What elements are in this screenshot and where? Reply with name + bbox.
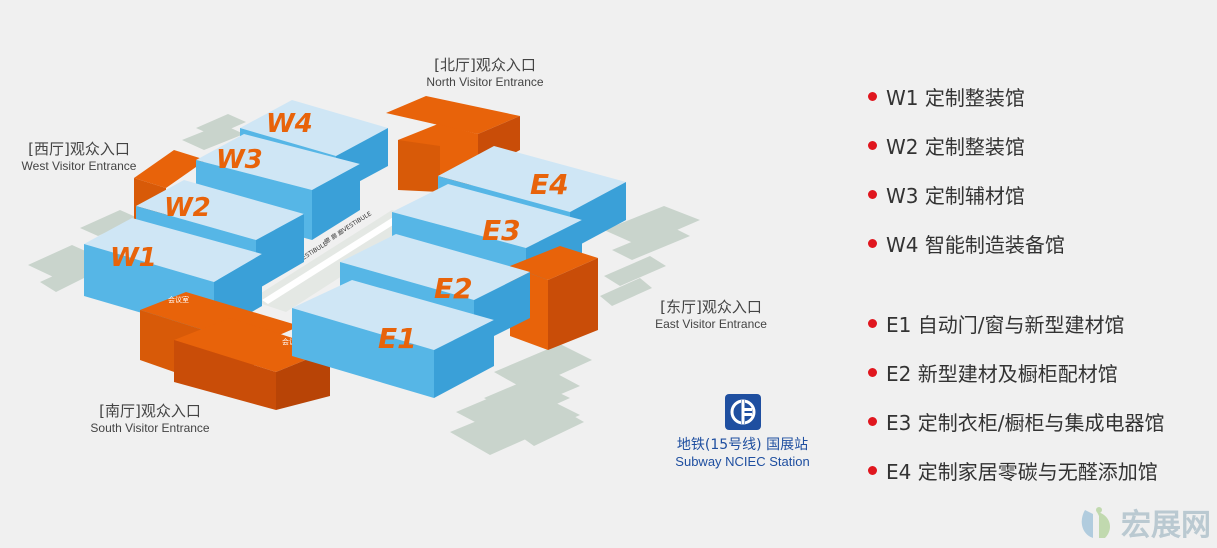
legend-item-E3: E3 定制衣柜/橱柜与集成电器馆 — [868, 397, 1217, 446]
legend-item-W3: W3 定制辅材馆 — [868, 170, 1217, 219]
subway-station-cn: 地铁(15号线) 国展站 — [676, 437, 809, 453]
legend-item-E4: E4 定制家居零碳与无醛添加馆 — [868, 446, 1217, 495]
south-entrance-en: South Visitor Entrance — [90, 420, 210, 435]
hall-label-E3: E3 — [482, 214, 521, 247]
bullet-dot-icon — [868, 141, 877, 150]
legend-text: E2 新型建材及橱柜配材馆 — [886, 362, 1118, 386]
south-entrance-label: [南厅]观众入口 South Visitor Entrance — [72, 402, 228, 436]
west-entrance-en: West Visitor Entrance — [21, 158, 137, 173]
watermark-text: 宏展网 — [1121, 508, 1211, 543]
watermark-logo-icon — [1081, 507, 1111, 538]
hall-label-W3: W3 — [216, 145, 263, 175]
legend-text: E4 定制家居零碳与无醛添加馆 — [886, 460, 1158, 484]
north-entrance-label: [北厅]观众入口 North Visitor Entrance — [400, 56, 570, 90]
hall-E1: E1 — [292, 280, 494, 398]
bullet-dot-icon — [868, 190, 877, 199]
ground-areas — [28, 114, 700, 455]
bullet-dot-icon — [868, 466, 877, 475]
hall-label-E1: E1 — [378, 322, 417, 355]
legend-text: W3 定制辅材馆 — [886, 184, 1025, 208]
subway-station: 地铁(15号线) 国展站 Subway NCIEC Station — [660, 394, 825, 471]
bullet-dot-icon — [868, 239, 877, 248]
hall-label-W2: W2 — [164, 193, 211, 223]
beijing-subway-icon — [724, 394, 761, 430]
north-entrance-cn: [北厅]观众入口 — [434, 56, 536, 74]
hall-label-W1: W1 — [110, 243, 157, 273]
south-entrance-cn: [南厅]观众入口 — [99, 402, 201, 420]
legend-text: E3 定制衣柜/橱柜与集成电器馆 — [886, 411, 1165, 435]
east-entrance-en: East Visitor Entrance — [655, 316, 767, 331]
bullet-dot-icon — [868, 417, 877, 426]
west-entrance-label: [西厅]观众入口 West Visitor Entrance — [4, 140, 154, 174]
meeting-room-label-1: 会议室 — [168, 295, 189, 304]
legend-item-W2: W2 定制整装馆 — [868, 121, 1217, 170]
legend-item-W1: W1 定制整装馆 — [868, 72, 1217, 121]
south-entrance-block: 会议室 会议室 — [140, 292, 330, 410]
legend-text: W4 智能制造装备馆 — [886, 233, 1065, 257]
legend-item-E2: E2 新型建材及橱柜配材馆 — [868, 348, 1217, 397]
legend-text: E1 自动门/窗与新型建材馆 — [886, 313, 1125, 337]
legend-item-W4: W4 智能制造装备馆 — [868, 219, 1217, 268]
hall-label-W4: W4 — [266, 109, 313, 139]
watermark: 宏展网 — [1077, 500, 1211, 544]
exhibition-map: VESTIBULE 廊 廊 廊 VESTIBULE W4 W3 W2 — [28, 96, 700, 455]
legend-text: W2 定制整装馆 — [886, 135, 1025, 159]
north-entrance-en: North Visitor Entrance — [426, 74, 544, 89]
legend-item-E1: E1 自动门/窗与新型建材馆 — [868, 299, 1217, 348]
east-entrance-cn: [东厅]观众入口 — [660, 298, 762, 316]
west-entrance-cn: [西厅]观众入口 — [28, 140, 130, 158]
bullet-dot-icon — [868, 92, 877, 101]
hall-legend: W1 定制整装馆 W2 定制整装馆 W3 定制辅材馆 W4 智能制造装备馆 E1… — [868, 72, 1217, 495]
hall-label-E4: E4 — [530, 168, 569, 201]
legend-text: W1 定制整装馆 — [886, 86, 1025, 110]
subway-station-en: Subway NCIEC Station — [675, 454, 810, 470]
bullet-dot-icon — [868, 368, 877, 377]
east-entrance-label: [东厅]观众入口 East Visitor Entrance — [636, 298, 786, 332]
hall-label-E2: E2 — [434, 272, 473, 305]
legend-gap — [868, 268, 1217, 299]
bullet-dot-icon — [868, 319, 877, 328]
